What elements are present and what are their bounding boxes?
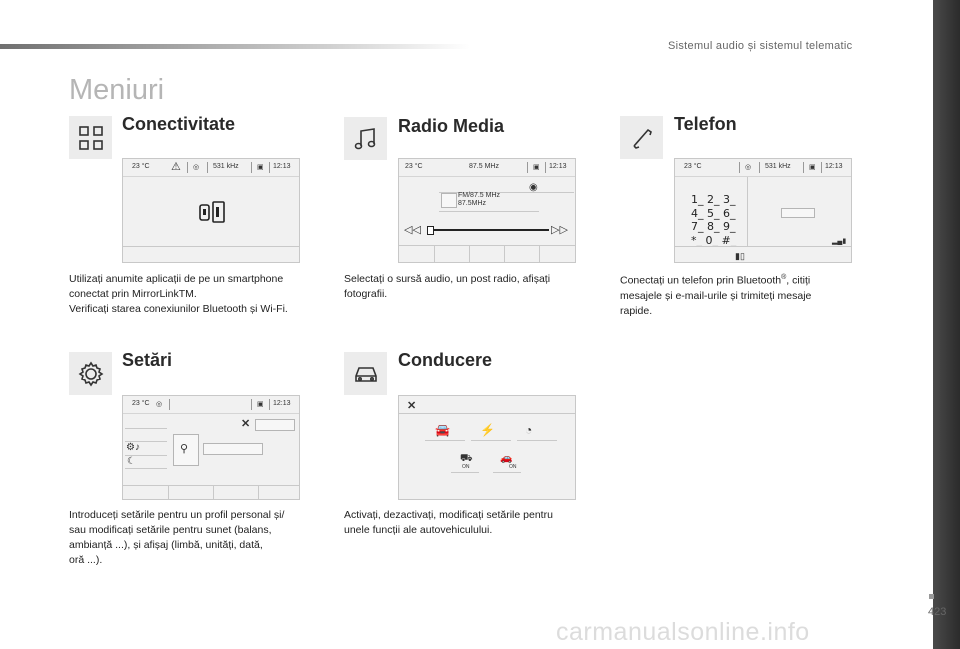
settings-screen: 23 °C ◎ ▣ 12:13 ✕ ⚙♪ ☾ ⚲ (122, 395, 300, 500)
phone-screen: 23 °C ◎ 531 kHz ▣ 12:13 1_ 2_ 3_ 4_ 5_ 6… (674, 158, 852, 263)
media-icon: ▣ (257, 164, 264, 171)
keypad-row[interactable]: *_ 0_ #_ (691, 233, 737, 247)
frequency: 531 kHz (765, 163, 791, 170)
desc-line: mesajele și e-mail-urile și trimiteți me… (620, 289, 812, 302)
status-bar: 23 °C 87.5 MHz ▣ 12:13 (399, 159, 575, 177)
desc-line: oră ...). (69, 554, 103, 566)
connectivity-screen: 23 °C ⚠ ◎ 531 kHz ▣ 12:13 (122, 158, 300, 263)
gear-icon (69, 352, 112, 395)
profile-icon: ⚲ (180, 443, 189, 455)
desc-line: ambianță ...), și afișaj (limbă, unități… (69, 539, 263, 551)
on-label: ON (509, 464, 517, 470)
desc-line: Conectați un telefon prin Bluetooth (620, 274, 782, 287)
driving-description: Activați, dezactivați, modificați setări… (344, 508, 553, 538)
temperature: 23 °C (684, 163, 702, 170)
temperature: 23 °C (132, 163, 150, 170)
gauge-icon[interactable]: ◔ (525, 423, 533, 437)
radio-description: Selectați o sursă audio, un post radio, … (344, 272, 550, 302)
settings-description: Introduceți setările pentru un profil pe… (69, 508, 284, 568)
temperature: 23 °C (405, 163, 423, 170)
on-label: ON (462, 464, 470, 470)
radio-title: Radio Media (398, 116, 505, 136)
desc-line: unele funcții ale autovehiculului. (344, 524, 493, 536)
clock: 12:13 (273, 163, 291, 170)
device-icon: ▮▯ (735, 251, 745, 261)
driving-title: Conducere (398, 350, 493, 370)
radio-signal-icon: ◉ (529, 182, 538, 193)
desc-line: Utilizați anumite aplicații de pe un sma… (69, 273, 284, 285)
page-marker (929, 594, 934, 599)
status-bar: 23 °C ⚠ ◎ 531 kHz ▣ 12:13 (123, 159, 299, 177)
car-icon (344, 352, 387, 395)
page-number: 423 (928, 606, 947, 618)
close-icon[interactable]: ✕ (241, 418, 251, 430)
connectivity-title: Conectivitate (122, 114, 236, 134)
signal-icon: ▂▄▮ (832, 238, 847, 245)
settings-field[interactable] (255, 419, 295, 431)
station-logo-icon (441, 193, 457, 208)
phone-keypad[interactable]: 1_ 2_ 3_ 4_ 5_ 6_ 7_ 8_ 9_ *_ 0_ #_ (691, 193, 736, 247)
progress-bar[interactable] (427, 229, 549, 231)
connectivity-icon (69, 116, 112, 159)
chapter-header: Sistemul audio și sistemul telematic (668, 40, 853, 52)
driving-function-icon[interactable]: 🚗 (500, 453, 513, 464)
warning-icon: ⚠ (171, 161, 181, 173)
media-icon: ▣ (809, 164, 816, 171)
keypad-row[interactable]: 7_ 8_ 9_ (691, 220, 736, 233)
mirrorlink-icon (199, 201, 225, 223)
desc-line: Verificați starea conexiunilor Bluetooth… (69, 303, 288, 315)
keypad-row[interactable]: 4_ 5_ 6_ (691, 206, 736, 220)
profile-button[interactable]: ⚲ (173, 434, 199, 466)
station-freq: FM/87.5 MHz (458, 192, 501, 199)
station-name: 87.5MHz (458, 200, 487, 207)
progress-handle[interactable] (427, 226, 434, 235)
watermark: carmanualsonline.info (556, 618, 810, 646)
side-tab (933, 0, 960, 649)
nav-icon: ◎ (156, 401, 163, 408)
desc-line: rapide. (620, 304, 653, 317)
rewind-icon[interactable]: ◁◁ (404, 224, 421, 236)
driving-screen: ✕ 🚘 ⚡ ◔ ⛟ ON 🚗 ON (398, 395, 576, 500)
driving-function-icon[interactable]: ⛟ (460, 453, 473, 464)
settings-option[interactable] (203, 443, 263, 455)
keypad-row[interactable]: 1_ 2_ 3_ (691, 193, 736, 206)
phone-icon (620, 116, 663, 159)
frequency: 531 kHz (213, 163, 239, 170)
status-bar: 23 °C ◎ ▣ 12:13 (123, 396, 299, 414)
radio-screen: 23 °C 87.5 MHz ▣ 12:13 ◉ FM/87.5 MHz 87.… (398, 158, 576, 263)
connectivity-description: Utilizați anumite aplicații de pe un sma… (69, 272, 288, 317)
nav-icon: ◎ (193, 164, 200, 171)
desc-line: conectat prin MirrorLinkTM. (69, 288, 197, 300)
settings-title: Setări (122, 350, 173, 370)
music-note-icon (344, 117, 387, 160)
clock: 12:13 (549, 163, 567, 170)
dial-field[interactable] (781, 208, 815, 218)
desc-line: Selectați o sursă audio, un post radio, … (344, 273, 551, 285)
clock: 12:13 (273, 400, 291, 407)
phone-title: Telefon (674, 114, 737, 134)
status-bar: 23 °C ◎ 531 kHz ▣ 12:13 (675, 159, 851, 177)
media-icon: ▣ (533, 164, 540, 171)
desc-line: sau modificați setările pentru sunet (ba… (69, 524, 272, 536)
sound-settings-icon[interactable]: ⚙♪ (126, 442, 140, 453)
desc-line: fotografii. (344, 288, 388, 300)
media-icon: ▣ (257, 401, 264, 408)
close-icon[interactable]: ✕ (407, 400, 417, 412)
clock: 12:13 (825, 163, 843, 170)
driving-function-icon[interactable]: 🚘 (435, 423, 450, 437)
moon-icon[interactable]: ☾ (127, 456, 136, 467)
registered-mark: ® (781, 274, 787, 281)
nav-icon: ◎ (745, 164, 752, 171)
page-title: Meniuri (69, 74, 165, 106)
header-decor-bar (0, 44, 470, 49)
desc-line: , citiți (786, 274, 811, 287)
phone-description: Conectați un telefon prin Bluetooth®, ci… (620, 270, 811, 319)
temperature: 23 °C (132, 400, 150, 407)
frequency: 87.5 MHz (469, 163, 499, 170)
forward-icon[interactable]: ▷▷ (551, 224, 568, 236)
driving-function-icon[interactable]: ⚡ (480, 423, 495, 437)
desc-line: Activați, dezactivați, modificați setări… (344, 509, 553, 521)
desc-line: Introduceți setările pentru un profil pe… (69, 509, 285, 521)
